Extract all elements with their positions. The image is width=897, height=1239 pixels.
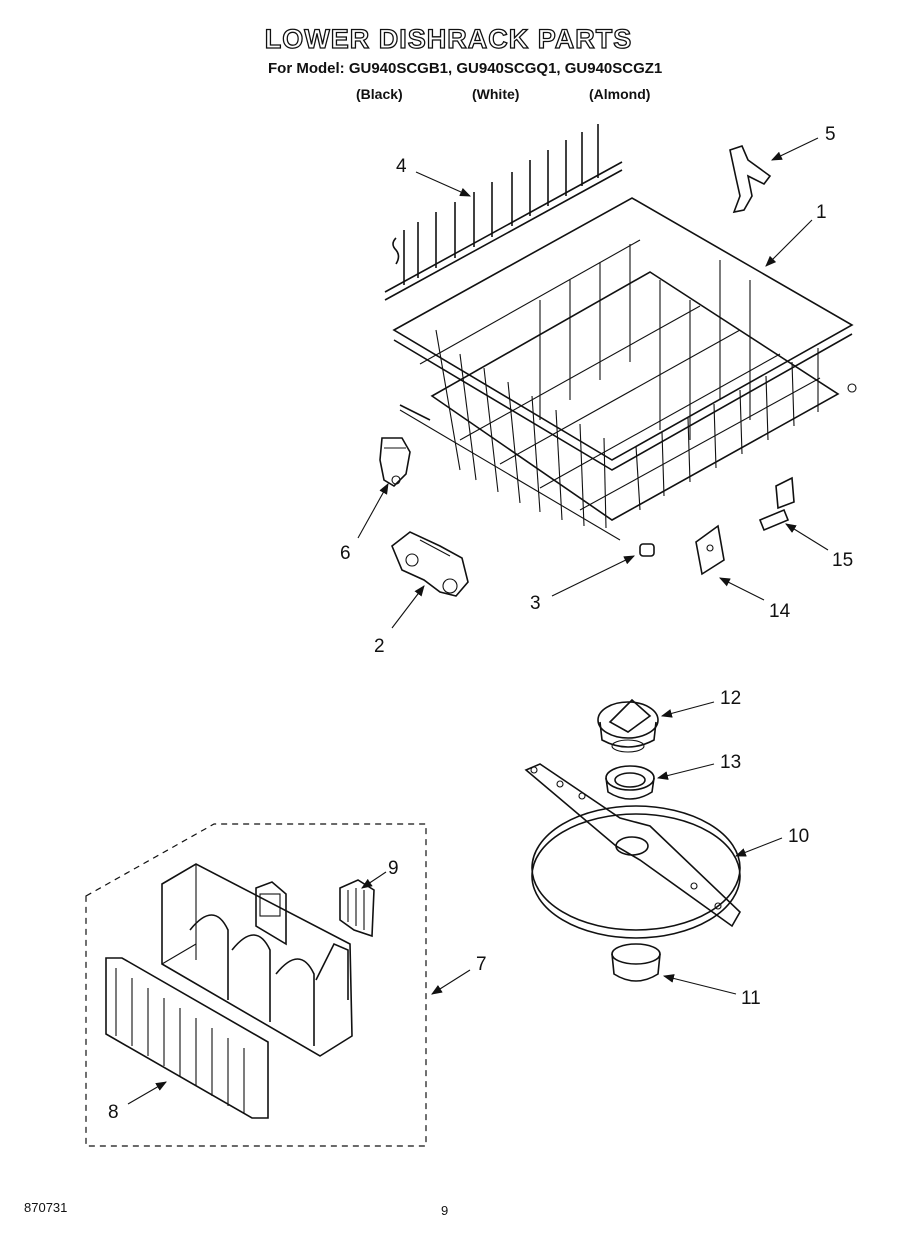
part-3-plug bbox=[639, 543, 655, 557]
part-10-spray-arm bbox=[524, 763, 742, 939]
callout-11: 11 bbox=[741, 988, 761, 1009]
part-5-clip bbox=[729, 145, 772, 214]
callout-8: 8 bbox=[108, 1102, 119, 1123]
part-12-spray-cap bbox=[597, 698, 659, 753]
callout-10: 10 bbox=[788, 826, 810, 847]
part-15-bracket bbox=[758, 476, 795, 532]
variant-black: (Black) bbox=[356, 86, 403, 102]
model-line: For Model: GU940SCGB1, GU940SCGQ1, GU940… bbox=[268, 60, 663, 77]
callout-7: 7 bbox=[476, 954, 487, 975]
silverware-basket bbox=[161, 863, 353, 1057]
part-11-collar bbox=[611, 943, 661, 982]
callout-4: 4 bbox=[396, 156, 407, 177]
part-13-ring bbox=[605, 765, 655, 800]
callout-6: 6 bbox=[340, 543, 351, 564]
callout-13: 13 bbox=[720, 752, 742, 773]
page-title: LOWER DISHRACK PARTS bbox=[264, 23, 633, 54]
variant-almond: (Almond) bbox=[589, 86, 651, 102]
callout-14: 14 bbox=[769, 601, 791, 622]
part-2-roller-assembly bbox=[391, 531, 469, 597]
callout-5: 5 bbox=[825, 124, 836, 145]
part-6-wheel-clip bbox=[379, 437, 411, 488]
part-14-bracket bbox=[695, 524, 725, 576]
callout-15: 15 bbox=[832, 550, 854, 571]
part-8-basket-cover bbox=[105, 957, 269, 1119]
callout-1: 1 bbox=[816, 202, 827, 223]
part-7-basket-outline bbox=[85, 823, 427, 1147]
callout-12: 12 bbox=[720, 688, 742, 709]
part-1-lower-rack bbox=[392, 197, 857, 541]
callout-2: 2 bbox=[374, 636, 385, 657]
part-4-tine-row bbox=[384, 124, 623, 301]
part-9-small-cover bbox=[339, 879, 375, 938]
document-code: 870731 bbox=[24, 1200, 68, 1215]
callout-9: 9 bbox=[388, 858, 399, 879]
callout-leaders bbox=[127, 137, 829, 1105]
variant-white: (White) bbox=[472, 86, 520, 102]
callout-3: 3 bbox=[530, 593, 541, 614]
page-number: 9 bbox=[441, 1203, 449, 1218]
